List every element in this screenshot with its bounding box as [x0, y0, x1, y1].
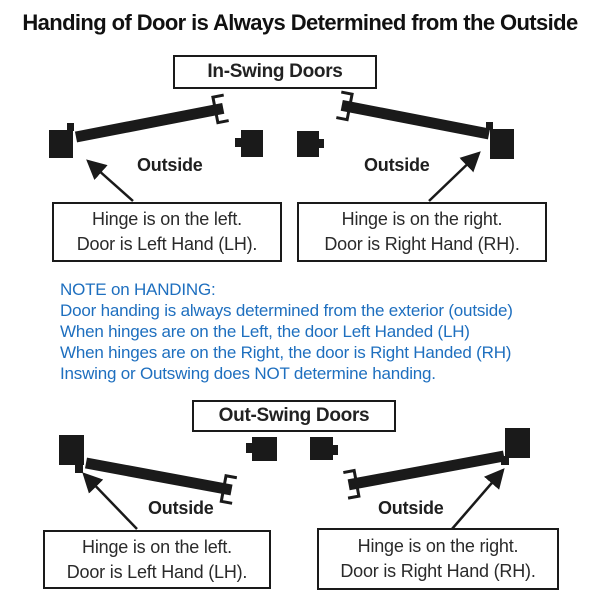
door-slab [347, 450, 506, 491]
door-slab-group [336, 90, 491, 140]
latch-jamb [252, 437, 277, 461]
hinge-pin-icon [501, 456, 509, 465]
pointer-arrow [86, 159, 134, 202]
out-swing-heading-label: Out-Swing Doors [218, 405, 370, 426]
in-swing-heading-box: In-Swing Doors [173, 55, 377, 89]
hinge-jamb [49, 130, 73, 158]
latch-jamb [297, 131, 319, 157]
pointer-arrow [82, 472, 138, 530]
door-handle-icon [211, 93, 229, 125]
strike-nub [318, 139, 324, 148]
pointer-arrow [451, 468, 505, 530]
caption-line: Door is Right Hand (RH). [324, 234, 520, 254]
outside-label: Outside [364, 155, 430, 175]
caption-box-inswing-left: Hinge is on the left. Door is Left Hand … [52, 202, 282, 262]
door-slab-group [84, 457, 238, 505]
door-slab [340, 99, 491, 140]
door-slab-group [343, 450, 506, 500]
note-line: Inswing or Outswing does NOT determine h… [60, 364, 436, 383]
door-slab [84, 457, 233, 496]
in-swing-diagram [49, 90, 514, 202]
caption-box-outswing-left: Hinge is on the left. Door is Left Hand … [43, 530, 271, 589]
caption-line: Hinge is on the left. [92, 209, 242, 229]
note-line: Door handing is always determined from t… [60, 301, 513, 320]
hinge-pin-icon [67, 123, 74, 131]
strike-nub [235, 138, 241, 147]
door-handle-icon [343, 468, 361, 500]
latch-jamb [241, 130, 263, 157]
hinge-pin-icon [486, 122, 493, 130]
outside-label: Outside [378, 498, 444, 518]
latch-jamb [310, 437, 333, 460]
outside-label: Outside [137, 155, 203, 175]
caption-line: Door is Left Hand (LH). [76, 234, 258, 254]
caption-line: Hinge is on the right. [341, 209, 503, 229]
hinge-jamb [59, 435, 84, 465]
pointer-arrow [428, 151, 481, 202]
out-swing-heading-box: Out-Swing Doors [192, 400, 396, 432]
door-slab-group [74, 93, 229, 143]
strike-nub [246, 443, 253, 453]
outside-label: Outside [148, 498, 214, 518]
out-swing-diagram [59, 428, 530, 530]
door-handle-icon [219, 473, 238, 505]
note-line: When hinges are on the Right, the door i… [60, 343, 512, 362]
caption-line: Hinge is on the right. [357, 536, 519, 556]
strike-nub [331, 445, 338, 455]
hinge-jamb [505, 428, 530, 458]
note-line: NOTE on HANDING: [60, 280, 216, 299]
note-line: When hinges are on the Left, the door Le… [60, 322, 470, 341]
caption-box-outswing-right: Hinge is on the right. Door is Right Han… [317, 528, 559, 590]
caption-line: Door is Left Hand (LH). [66, 561, 248, 582]
hinge-jamb [490, 129, 514, 159]
door-slab [74, 102, 225, 143]
door-handle-icon [336, 90, 354, 122]
handing-note: NOTE on HANDING: Door handing is always … [60, 279, 513, 384]
caption-line: Door is Right Hand (RH). [340, 561, 536, 581]
caption-box-inswing-right: Hinge is on the right. Door is Right Han… [297, 202, 547, 262]
page-title: Handing of Door is Always Determined fro… [22, 10, 578, 35]
in-swing-heading-label: In-Swing Doors [207, 61, 343, 82]
caption-line: Hinge is on the left. [82, 536, 232, 557]
hinge-pin-icon [75, 464, 83, 473]
